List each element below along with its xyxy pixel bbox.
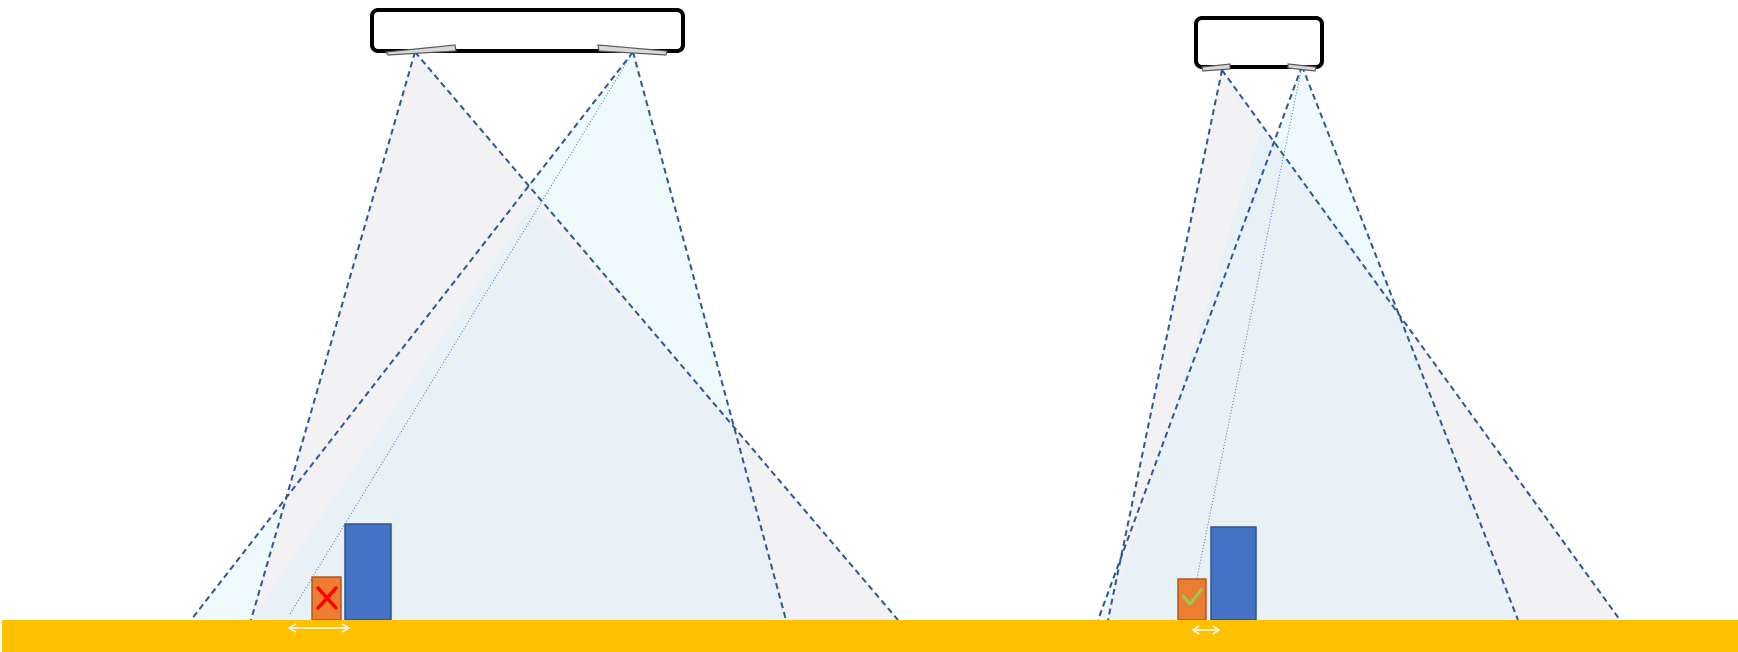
cross-icon [316, 586, 338, 610]
fov-right-sensor-left-edge [1097, 65, 1303, 621]
tall-obstacle [344, 523, 392, 621]
floor [2, 620, 1738, 652]
right-sensor [1287, 63, 1317, 72]
blind-zone-width-arrow [1191, 625, 1221, 635]
camera-housing [1194, 16, 1324, 69]
check-icon [1181, 588, 1203, 606]
fov-right-sensor-right-edge [632, 51, 787, 621]
left-sensor [384, 44, 457, 56]
tall-obstacle [1210, 526, 1257, 621]
scenario-narrow-baseline [1097, 16, 1621, 621]
sight-line [1196, 65, 1303, 579]
fov-left-sensor-left-edge [250, 51, 416, 621]
right-sensor [597, 44, 668, 56]
fov-left-sensor-left-edge [1107, 69, 1223, 621]
scenario-wide-baseline [190, 8, 899, 621]
fov-right-sensor-right-edge [1301, 65, 1519, 621]
blind-zone-width-arrow [287, 623, 351, 633]
fov-left-sensor-right-edge [1221, 69, 1621, 621]
fov-overlap-area [251, 204, 786, 620]
fov-left-sensor-right-edge [414, 51, 899, 621]
left-sensor [1201, 63, 1231, 72]
camera-housing [370, 8, 685, 53]
fov-overlap-area [1108, 127, 1518, 620]
